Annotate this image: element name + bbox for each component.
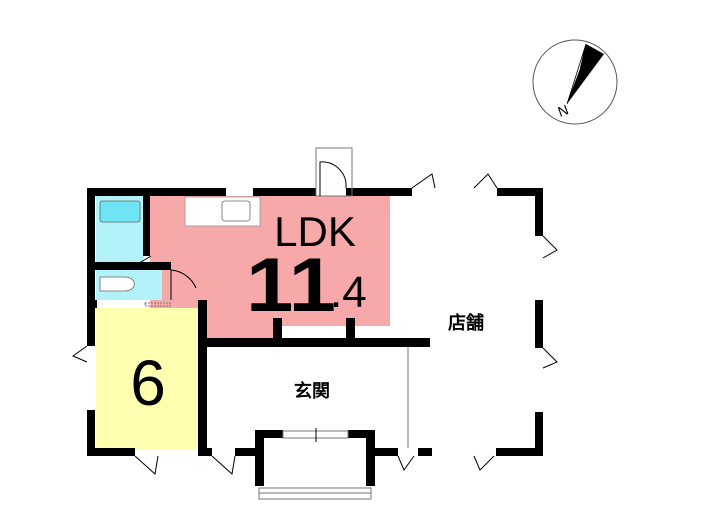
walls: [87, 188, 543, 486]
compass-needle-icon: [567, 44, 604, 104]
western-room: [96, 308, 200, 450]
ldk-label: LDK: [274, 208, 356, 255]
sink-icon: [221, 200, 251, 222]
bathtub: [99, 200, 141, 223]
shop-label: 店舗: [448, 312, 484, 333]
ldk-size: 11: [246, 243, 336, 328]
ldk-room-lower: [207, 300, 277, 340]
doors: [71, 161, 558, 475]
entrance-label: 玄関: [294, 380, 330, 401]
compass: N: [532, 39, 618, 125]
western-room-size: 6: [130, 347, 166, 419]
fixtures: [144, 147, 409, 500]
ldk-size-decimal: .4: [330, 268, 367, 317]
toilet-icon: [99, 276, 135, 292]
